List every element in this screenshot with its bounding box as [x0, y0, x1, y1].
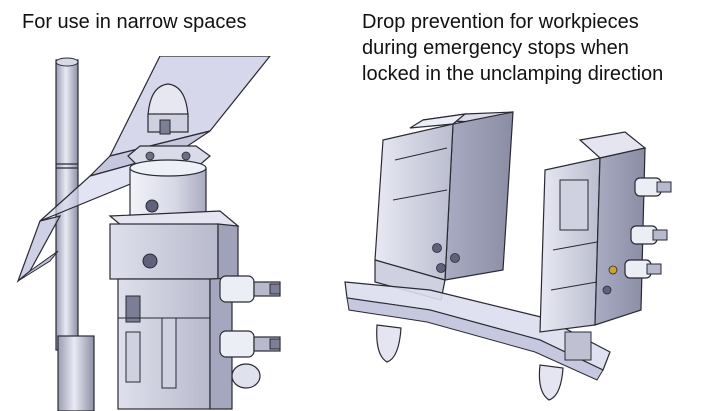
locating-pin — [147, 83, 189, 135]
held-sheet-workpiece — [344, 281, 611, 381]
mounting-flange — [108, 210, 240, 280]
right-caption-line-1: Drop prevention for workpieces — [362, 11, 639, 33]
drop-prevention-clamps-illustration — [344, 111, 672, 401]
narrow-space-clamp-illustration — [16, 56, 281, 411]
right-caption-line-3: locked in the unclamping direction — [362, 63, 664, 85]
cylinder-body — [117, 277, 233, 410]
right-caption: Drop prevention for workpieces during em… — [362, 9, 663, 87]
clamp-collar — [129, 159, 207, 217]
right-caption-line-2: during emergency stops when — [362, 37, 629, 59]
air-fitting-lower — [219, 330, 281, 389]
right-clamp — [538, 131, 672, 401]
air-fitting-upper — [219, 275, 281, 303]
left-clamp — [374, 111, 514, 363]
left-caption: For use in narrow spaces — [22, 11, 247, 33]
guide-rod — [55, 57, 95, 411]
right-clamp-fittings — [624, 177, 672, 279]
